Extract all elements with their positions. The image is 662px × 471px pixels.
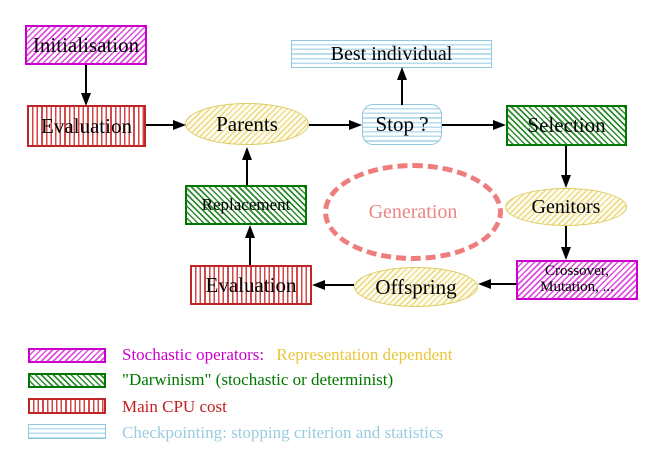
legend-label-cpu-cost: Main CPU cost [122,397,227,416]
legend-swatch-stochastic-operators [28,348,106,363]
mutation-line: Mutation, ... [540,279,614,295]
node-stop: Stop ? [362,104,442,145]
node-initialisation: Initialisation [25,25,147,65]
legend-label-darwinism: "Darwinism" (stochastic or determinist) [122,370,394,389]
node-replacement: Replacement [185,185,307,225]
legend-text-representation: Representation dependent [276,345,453,364]
node-best-individual: Best individual [291,40,492,68]
node-offspring: Offspring [354,267,478,307]
legend-swatch-darwinism [28,373,106,388]
node-evaluation-top: Evaluation [27,105,146,147]
legend-label-checkpointing: Checkpointing: stopping criterion and st… [122,423,444,442]
node-evaluation-bottom: Evaluation [190,265,312,305]
crossover-line: Crossover, [545,263,609,280]
node-selection: Selection [506,105,627,146]
generation-cycle-ellipse: Generation [323,163,503,261]
legend-swatch-checkpointing [28,424,106,439]
node-parents: Parents [185,103,309,145]
node-crossover-mutation: Crossover, Mutation, ... [516,260,638,300]
legend-swatch-cpu-cost [28,398,106,414]
legend-label-stochastic-operators: Stochastic operators: Representation dep… [122,345,452,365]
legend-text-stochastic: Stochastic operators: [122,345,265,364]
node-genitors: Genitors [505,188,627,226]
